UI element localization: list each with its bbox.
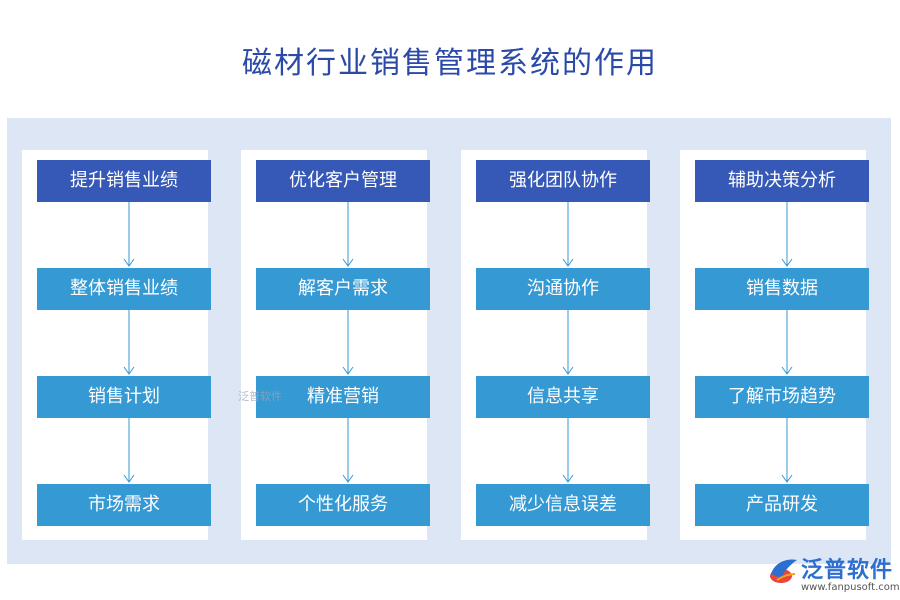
column-2-header: 优化客户管理 <box>256 160 430 202</box>
column-1: 提升销售业绩 整体销售业绩 销售计划 市场需求 <box>22 150 211 540</box>
column-1-item-1: 整体销售业绩 <box>37 268 211 310</box>
diagram-title: 磁材行业销售管理系统的作用 <box>242 46 658 81</box>
arrow-down-icon <box>781 202 793 267</box>
column-4: 辅助决策分析 销售数据 了解市场趋势 产品研发 <box>680 150 869 540</box>
arrow-down-icon <box>123 418 135 483</box>
arrow-down-icon <box>342 418 354 483</box>
brand-logo-icon <box>770 559 797 583</box>
column-2-item-3: 个性化服务 <box>256 484 430 526</box>
column-3-item-1: 沟通协作 <box>476 268 650 310</box>
arrow-down-icon <box>123 202 135 267</box>
column-4-item-1: 销售数据 <box>695 268 869 310</box>
arrow-down-icon <box>562 310 574 375</box>
column-2-item-2: 精准营销 <box>256 376 430 418</box>
column-1-header: 提升销售业绩 <box>37 160 211 202</box>
arrow-down-icon <box>123 310 135 375</box>
column-2-item-1: 解客户需求 <box>256 268 430 310</box>
brand-url: www.fanpusoft.com <box>801 582 900 593</box>
column-2: 优化客户管理 解客户需求 精准营销 个性化服务 <box>241 150 430 540</box>
arrow-down-icon <box>562 202 574 267</box>
column-4-item-3: 产品研发 <box>695 484 869 526</box>
column-1-item-3: 市场需求 <box>37 484 211 526</box>
arrow-down-icon <box>781 310 793 375</box>
column-3-item-2: 信息共享 <box>476 376 650 418</box>
column-3: 强化团队协作 沟通协作 信息共享 减少信息误差 <box>461 150 650 540</box>
brand-logo: 泛普软件 www.fanpusoft.com <box>765 552 900 596</box>
watermark: 泛普软件 <box>238 390 282 403</box>
arrow-down-icon <box>342 310 354 375</box>
column-3-item-3: 减少信息误差 <box>476 484 650 526</box>
brand-name: 泛普软件 <box>801 558 894 583</box>
column-1-item-2: 销售计划 <box>37 376 211 418</box>
arrow-down-icon <box>781 418 793 483</box>
column-4-item-2: 了解市场趋势 <box>695 376 869 418</box>
arrow-down-icon <box>342 202 354 267</box>
column-3-header: 强化团队协作 <box>476 160 650 202</box>
column-4-header: 辅助决策分析 <box>695 160 869 202</box>
arrow-down-icon <box>562 418 574 483</box>
